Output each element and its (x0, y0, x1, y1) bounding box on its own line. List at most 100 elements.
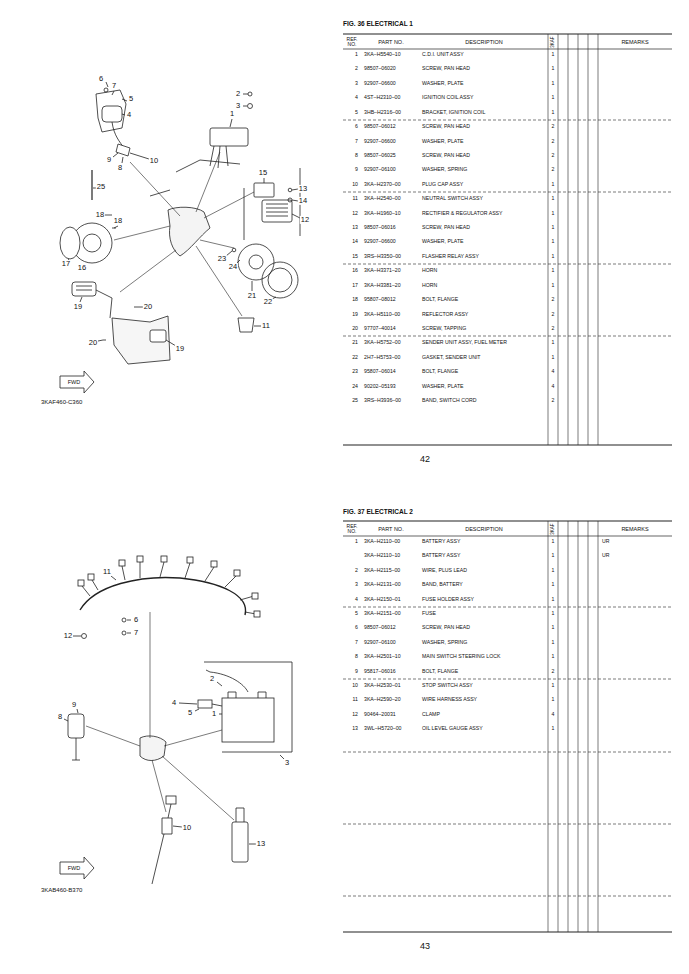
ref-number: 4 (355, 597, 358, 603)
callout-number: 21 (247, 292, 257, 300)
callout-number: 7 (111, 82, 117, 90)
part-description: SCREW, PAN HEAD (422, 124, 470, 130)
quantity: 1 (552, 654, 555, 660)
part-description: BAND, SWITCH CORD (422, 398, 476, 404)
part-description: OIL LEVEL GAUGE ASSY (422, 726, 483, 732)
part-number: 3KA–H2150–01 (364, 597, 401, 603)
callout-number: 19 (73, 303, 83, 311)
part-description: BATTERY ASSY (422, 554, 460, 560)
part-description: MAIN SWITCH STEERING LOCK (422, 654, 500, 660)
part-number: 2H7–H5753–00 (364, 355, 400, 361)
ref-number: 24 (352, 384, 358, 390)
ref-number: 22 (352, 355, 358, 361)
part-number: 3KA–H2115–00 (364, 568, 400, 574)
part-description: BOLT, FLANGE (422, 669, 458, 675)
quantity: 2 (552, 297, 555, 303)
part-number: 4ST–H2310–00 (364, 95, 400, 101)
quantity: 1 (552, 539, 555, 545)
callout-number: 6 (133, 616, 139, 624)
part-number: 3KA–H2110–10 (364, 554, 400, 560)
column-header: REMARKS (621, 38, 648, 44)
part-description: WIRE, PLUS LEAD (422, 568, 467, 574)
ref-number: 4 (355, 95, 358, 101)
callout-number: 1 (229, 110, 235, 118)
part-number: 95817–06016 (364, 669, 396, 675)
quantity: 2 (552, 168, 555, 174)
quantity: 1 (552, 110, 555, 116)
ref-number: 9 (355, 168, 358, 174)
part-description: FLASHER RELAY ASSY (422, 254, 479, 260)
part-description: GASKET, SENDER UNIT (422, 355, 481, 361)
part-description: CLAMP (422, 712, 440, 718)
part-description: STOP SWITCH ASSY (422, 683, 473, 689)
part-number: 3KA–H2151–00 (364, 611, 401, 617)
column-header: REF. NO. (345, 523, 359, 534)
callout-number: 22 (263, 298, 273, 306)
direction-icon-text: FWD (68, 865, 81, 871)
quantity: 2 (552, 312, 555, 318)
callout-number: 11 (102, 568, 112, 576)
callout-number: 12 (300, 216, 310, 224)
quantity: 4 (552, 384, 555, 390)
part-description: BAND, BATTERY (422, 582, 463, 588)
ref-number: 9 (355, 669, 358, 675)
ref-number: 8 (355, 654, 358, 660)
part-description: RECTIFIER & REGULATOR ASSY (422, 211, 503, 217)
callout-number: 4 (126, 111, 132, 119)
quantity: 1 (552, 283, 555, 289)
callout-number: 24 (228, 263, 238, 271)
callout-number: 7 (133, 629, 139, 637)
ref-number: 6 (355, 626, 358, 632)
part-description: REFLECTOR ASSY (422, 312, 468, 318)
ref-number: 17 (352, 283, 358, 289)
ref-number: 5 (355, 110, 358, 116)
part-description: PLUG CAP ASSY (422, 182, 463, 188)
part-description: SCREW, PAN HEAD (422, 67, 470, 73)
ref-number: 11 (353, 196, 358, 202)
callout-number: 10 (182, 824, 192, 832)
ref-number: 11 (353, 698, 358, 704)
quantity: 1 (552, 182, 555, 188)
quantity: 1 (552, 626, 555, 632)
callout-number: 13 (298, 185, 308, 193)
part-number: 92907–06600 (364, 81, 396, 87)
quantity: 1 (552, 225, 555, 231)
part-number: 92907–06600 (364, 139, 396, 145)
quantity: 1 (552, 52, 555, 58)
part-number: 92907–06100 (364, 168, 396, 174)
callout-number: 3 (284, 759, 290, 767)
quantity: 2 (552, 153, 555, 159)
callout-number: 9 (106, 156, 112, 164)
part-number: 3KA–H2540–00 (364, 196, 401, 202)
column-header: DESCRIPTION (465, 525, 503, 531)
part-number: 95807–08012 (364, 297, 396, 303)
quantity: 1 (552, 268, 555, 274)
callout-number: 9 (71, 701, 77, 709)
callout-number: 14 (298, 197, 308, 205)
quantity: 2 (552, 326, 555, 332)
quantity: 2 (552, 669, 555, 675)
part-number: 3RS–H3350–00 (364, 254, 401, 260)
part-number: 3WL–H5720–00 (364, 726, 402, 732)
part-description: FUSE (422, 611, 436, 617)
quantity: 1 (552, 554, 555, 560)
column-header: REMARKS (621, 525, 648, 531)
ref-number: 1 (355, 52, 358, 58)
part-description: SCREW, PAN HEAD (422, 225, 470, 231)
ref-number: 25 (352, 398, 358, 404)
quantity: 2 (552, 398, 555, 404)
ref-number: 16 (352, 268, 358, 274)
ref-number: 12 (352, 712, 358, 718)
callout-number: 2 (209, 675, 215, 683)
part-description: FUSE HOLDER ASSY (422, 597, 474, 603)
figure-code: 3KAB460-B370 (40, 887, 83, 894)
callout-number: 3 (235, 102, 241, 110)
exploded-view-37 (60, 556, 292, 884)
ref-number: 14 (352, 240, 358, 246)
quantity: 1 (552, 568, 555, 574)
part-number: 3HB–H2316–00 (364, 110, 401, 116)
quantity: 1 (552, 355, 555, 361)
part-description: SCREW, PAN HEAD (422, 626, 470, 632)
